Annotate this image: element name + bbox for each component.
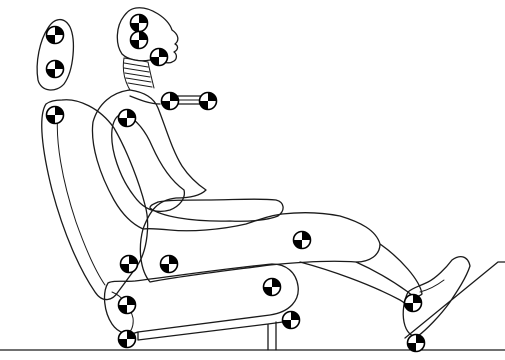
seat-frame: [138, 321, 290, 350]
target-cushion-front-icon: [264, 279, 281, 296]
target-chest-bracket-left-icon: [162, 93, 179, 110]
dummy-upper-arm: [112, 114, 185, 211]
target-head-center-icon: [131, 32, 148, 49]
target-seat-roll-icon: [119, 297, 136, 314]
target-markers: [47, 15, 425, 352]
target-hip-right-icon: [161, 256, 178, 273]
dummy-torso: [92, 90, 206, 229]
target-chest-bracket-right-icon: [200, 93, 217, 110]
dummy-lower-leg: [356, 244, 422, 296]
dummy-head: [117, 8, 178, 63]
target-seat-frame-rear-icon: [119, 331, 136, 348]
target-shoulder-icon: [119, 110, 136, 127]
target-chin-icon: [151, 49, 168, 66]
target-seat-frame-front-icon: [283, 312, 300, 329]
seat-back-inner-line: [57, 112, 105, 285]
target-seatback-top-icon: [47, 107, 64, 124]
target-hip-left-icon: [121, 256, 138, 273]
target-ankle-icon: [405, 295, 422, 312]
target-head-top-icon: [131, 15, 148, 32]
target-headrest-upper-icon: [47, 27, 64, 44]
target-headrest-lower-icon: [47, 61, 64, 78]
dummy-shin-line: [300, 262, 408, 310]
dummy-neck-coils: [123, 58, 154, 90]
dummy-thigh: [140, 213, 380, 282]
dummy-ankle-line: [420, 280, 444, 292]
target-heel-icon: [408, 335, 425, 352]
target-knee-icon: [294, 232, 311, 249]
